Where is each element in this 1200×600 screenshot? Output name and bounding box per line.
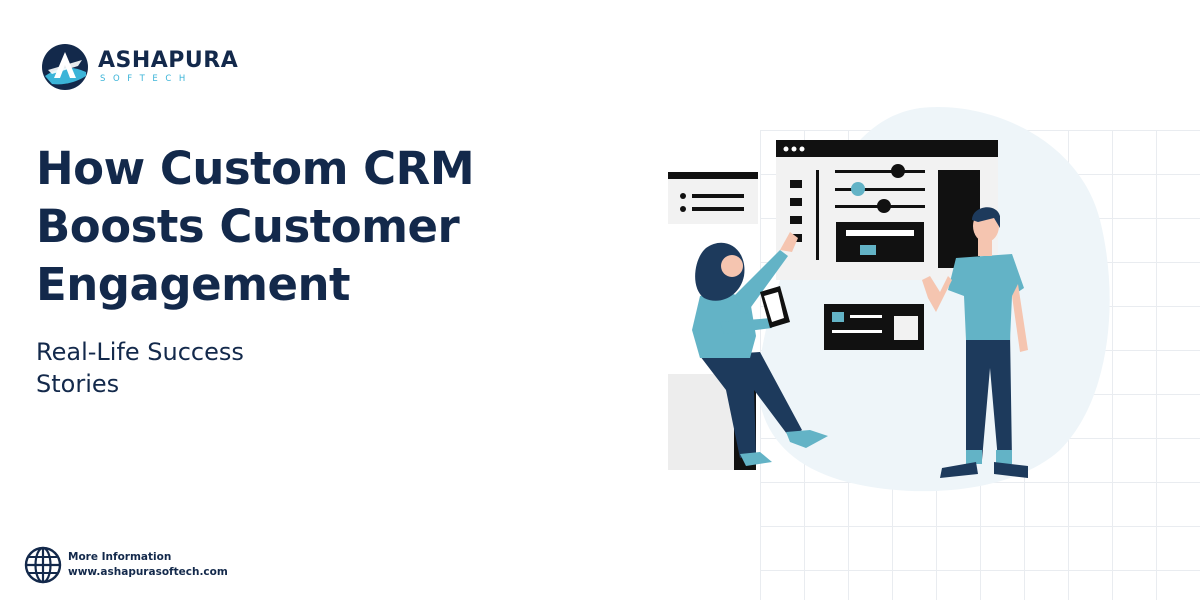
page-subtitle: Real-Life Success Stories — [36, 336, 356, 400]
brand-tagline: SOFTECH — [100, 74, 193, 84]
footer-label: More Information — [68, 551, 172, 563]
title-line: Boosts Customer — [36, 200, 460, 253]
website-link[interactable]: www.ashapurasoftech.com — [68, 566, 228, 578]
logo-icon — [42, 44, 88, 90]
title-line: Engagement — [36, 258, 351, 311]
page-title: How Custom CRM Boosts Customer Engagemen… — [36, 140, 556, 314]
title-line: How Custom CRM — [36, 142, 475, 195]
crm-dashboard-illustration — [668, 106, 1110, 492]
footer-info: More Information www.ashapurasoftech.com — [24, 546, 228, 584]
subtitle-line: Real-Life Success — [36, 338, 244, 366]
brand-logo[interactable]: ASHAPURA SOFTECH — [40, 42, 238, 92]
globe-icon — [24, 546, 62, 584]
subtitle-line: Stories — [36, 370, 120, 398]
brand-name: ASHAPURA — [98, 48, 239, 73]
